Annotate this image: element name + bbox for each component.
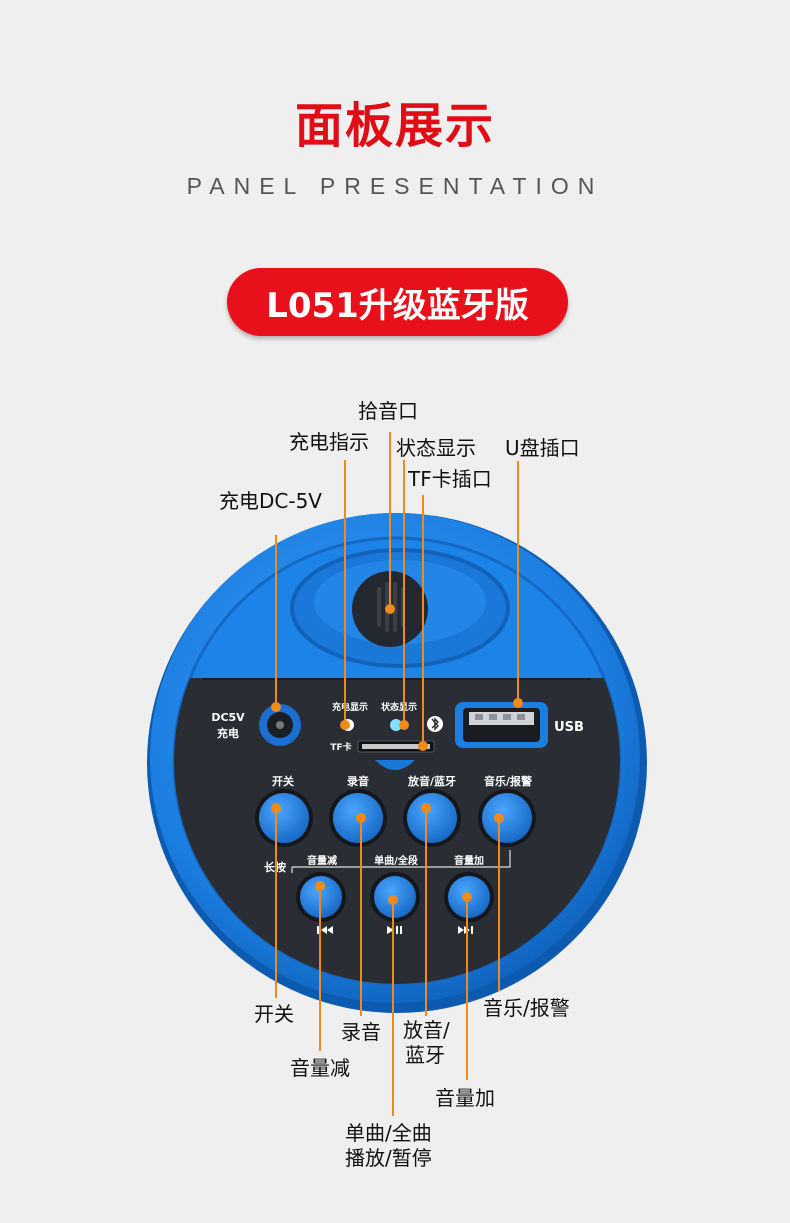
callout-charge-indicator: 充电指示 <box>289 430 369 454</box>
callout-tf-slot: TF卡插口 <box>408 467 492 491</box>
callout-mic: 拾音口 <box>358 399 418 423</box>
status-led-label: 状态显示 <box>381 701 417 713</box>
power-button[interactable] <box>255 789 313 847</box>
play-bt-button-label: 放音/蓝牙 <box>407 774 456 788</box>
leader-dots <box>271 604 523 905</box>
callout-play-bt-line1: 放音/ <box>403 1018 450 1042</box>
charge-led-label: 充电显示 <box>332 701 368 713</box>
callout-power: 开关 <box>254 1002 294 1026</box>
bluetooth-icon <box>427 716 443 732</box>
vol-down-label: 音量减 <box>307 854 337 867</box>
model-badge: L051升级蓝牙版 <box>227 268 568 336</box>
callout-dc-charge: 充电DC-5V <box>219 489 322 513</box>
callout-vol-down: 音量减 <box>290 1056 350 1080</box>
status-led <box>390 719 402 731</box>
power-button-label: 开关 <box>272 774 294 788</box>
previous-track-icon <box>317 926 333 934</box>
callout-single-play-line2: 播放/暂停 <box>345 1146 432 1170</box>
music-alarm-button-label: 音乐/报警 <box>484 774 532 788</box>
page-title: 面板展示 <box>294 98 495 154</box>
vol-up-label: 音量加 <box>454 854 484 867</box>
play-bt-button[interactable] <box>403 789 461 847</box>
usb-label: USB <box>554 720 584 735</box>
single-all-label: 单曲/全段 <box>374 854 418 867</box>
record-button-label: 录音 <box>347 774 369 788</box>
dc-sub-label: 充电 <box>217 726 239 740</box>
play-pause-icon <box>387 926 402 934</box>
dc-label: DC5V <box>211 711 245 724</box>
callout-single-play-line1: 单曲/全曲 <box>345 1121 432 1145</box>
callout-vol-up: 音量加 <box>435 1086 495 1110</box>
leader-lines <box>275 432 519 1116</box>
tf-label: TF卡 <box>330 741 351 753</box>
music-alarm-button[interactable] <box>478 789 536 847</box>
callout-usb-port: U盘插口 <box>505 436 580 460</box>
callout-status-display: 状态显示 <box>396 436 476 460</box>
callout-play-bt-line2: 蓝牙 <box>405 1043 445 1067</box>
callout-music-alarm: 音乐/报警 <box>483 996 570 1020</box>
page-subtitle: PANEL PRESENTATION <box>186 173 604 199</box>
callout-record: 录音 <box>341 1020 381 1044</box>
